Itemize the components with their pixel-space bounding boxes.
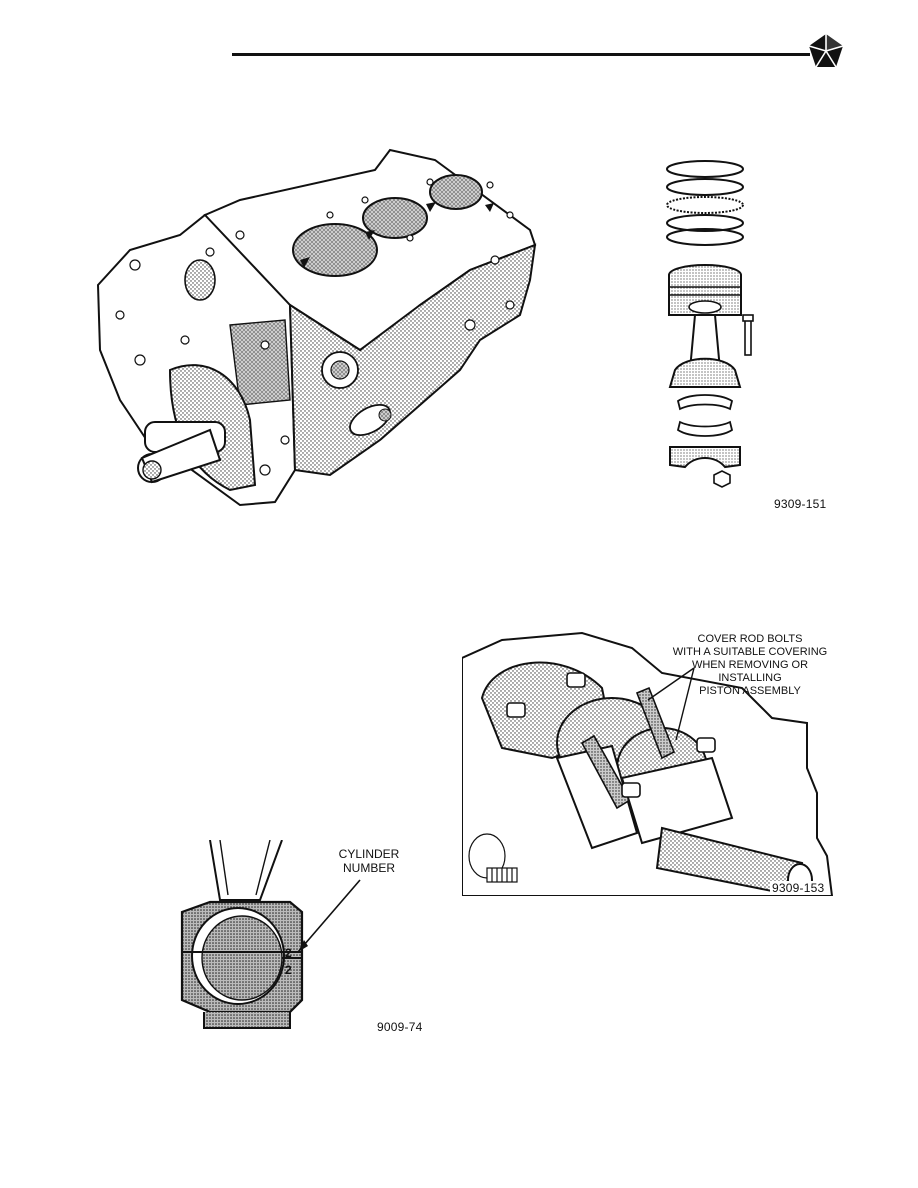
- callout-line: WITH A SUITABLE COVERING: [672, 646, 828, 658]
- piston-rod-assembly-illustration: [666, 160, 754, 488]
- figure-code-rod-cap: 9009-74: [377, 1020, 423, 1034]
- callout-line: PISTON ASSEMBLY: [699, 685, 801, 697]
- cylinder-number-callout: CYLINDER NUMBER: [330, 847, 408, 875]
- pentastar-logo-icon: [808, 34, 844, 68]
- callout-line: INSTALLING: [718, 672, 782, 684]
- callout-line: CYLINDER: [338, 847, 400, 861]
- engine-block-figure: [90, 140, 550, 520]
- rod-bolt-callout: COVER ROD BOLTS WITH A SUITABLE COVERING…: [670, 633, 830, 698]
- piston-assembly-figure: [650, 155, 770, 495]
- cylinder-stamp-lower: 2: [285, 963, 292, 977]
- connecting-rod-cap-illustration: [180, 840, 361, 1029]
- crankshaft-figure: [462, 628, 837, 896]
- callout-line: WHEN REMOVING OR: [691, 659, 809, 671]
- engine-block-illustration: [96, 148, 537, 507]
- callout-line: COVER ROD BOLTS: [697, 633, 803, 645]
- callout-line: NUMBER: [342, 861, 395, 875]
- header-rule: [232, 53, 810, 56]
- crankshaft-rod-bolts-illustration: [462, 631, 834, 896]
- cylinder-stamp-upper: 2: [285, 946, 292, 960]
- figure-code-crankshaft: 9309-153: [770, 881, 827, 895]
- rod-cap-figure: [170, 840, 410, 1040]
- figure-code-piston: 9309-151: [774, 497, 827, 511]
